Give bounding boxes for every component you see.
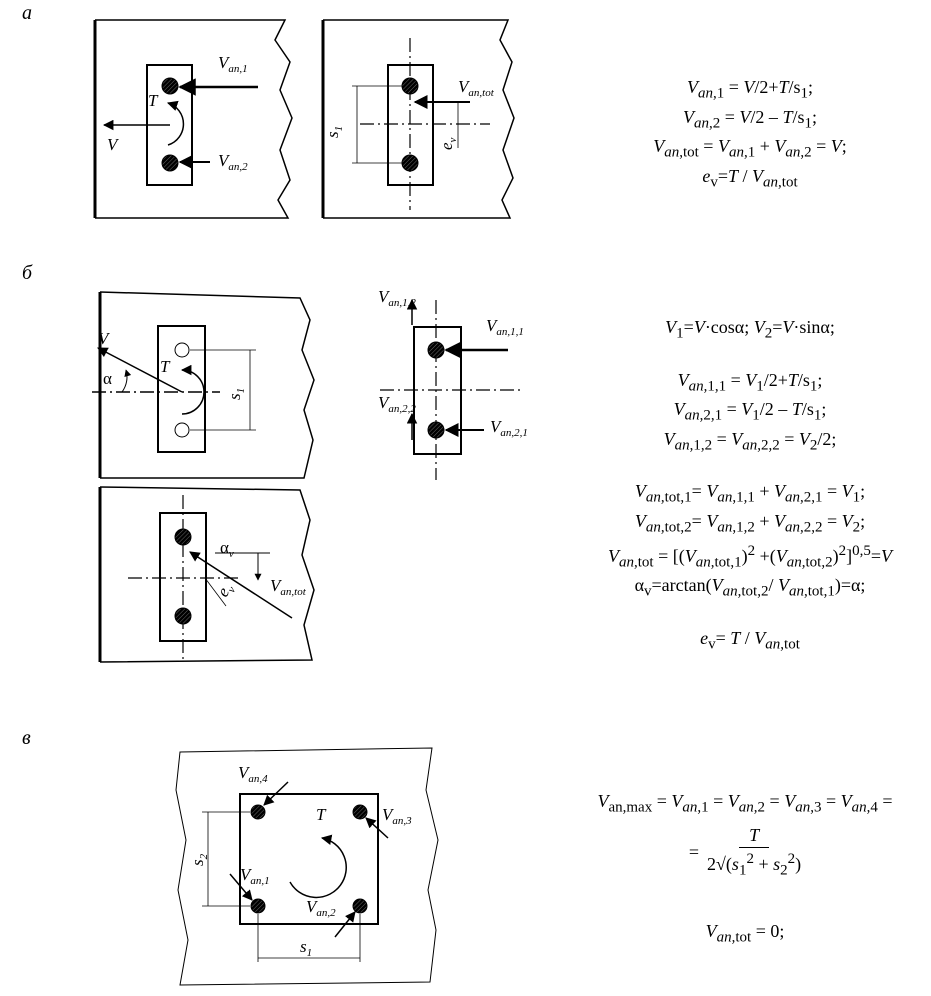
- label-ev-b: ev: [213, 580, 238, 602]
- formula-line: ev= T / Van,tot: [700, 627, 800, 653]
- formula-c-numerator: T: [739, 824, 770, 848]
- diagram-b-upper: V α T s1: [92, 291, 315, 479]
- formula-c-line3: Van,tot = 0;: [705, 921, 785, 946]
- label-van1-c: Van,1: [240, 865, 270, 887]
- formula-line: Van,1,1 = V1/2+T/s1;: [677, 369, 823, 395]
- formula-line: αv=arctan(Van,tot,2/ Van,tot,1)=α;: [634, 575, 866, 600]
- bolt-1: [161, 77, 179, 95]
- label-alpha: α: [103, 369, 112, 388]
- bolt-2: [161, 154, 179, 172]
- formula-line: Van,tot = [(Van,tot,1)2 +(Van,tot,2)2]0,…: [608, 542, 892, 571]
- formula-line: Van,tot,1= Van,1,1 + Van,2,1 = V1;: [634, 481, 866, 506]
- formula-c-denominator: 2√(s12 + s22): [707, 850, 802, 879]
- diagram-b-lower: αv Van,tot ev: [98, 486, 315, 663]
- formulas-a: Van,1 = V/2+T/s1; Van,2 = V/2 – T/s1; Van,…: [560, 76, 931, 194]
- label-van11: Van,1,1: [486, 316, 524, 338]
- formula-line: ev=T / Van,tot: [702, 165, 798, 191]
- label-vantot-b: Van,tot: [270, 576, 307, 598]
- diagram-a-left: Van,1 Van,2 T V: [93, 19, 293, 219]
- label-T-c: T: [316, 805, 327, 824]
- label-alphav: αv: [220, 538, 234, 560]
- label-van22: Van,2,2: [378, 393, 416, 415]
- formula-line: [560, 604, 931, 627]
- label-van4: Van,4: [238, 763, 268, 785]
- label-T-b: T: [160, 357, 171, 376]
- formula-line: Van,1 = V/2+T/s1;: [686, 77, 814, 102]
- label-ev: ev: [437, 137, 459, 150]
- formula-line: Van,2,1 = V1/2 – T/s1;: [673, 399, 827, 424]
- diagram-c: Van,4 Van,3 Van,1 Van,2 T s1 s2: [175, 747, 439, 986]
- label-T: T: [148, 91, 159, 110]
- formula-c-fraction: = T 2√(s12 + s22): [560, 824, 930, 883]
- formula-line: [560, 457, 931, 480]
- formula-c-eq: =: [688, 842, 700, 863]
- label-s1-c: s1: [300, 937, 312, 959]
- label-van2: Van,2: [218, 151, 248, 173]
- formula-line: V1=V·cosα; V2=V·sinα;: [665, 317, 835, 342]
- formula-line: Van,tot = Van,1 + Van,2 = V;: [653, 136, 847, 161]
- formula-line: Van,1,2 = Van,2,2 = V2/2;: [663, 428, 837, 454]
- label-V: V: [107, 135, 120, 154]
- section-label-a: а: [22, 2, 32, 24]
- label-van3: Van,3: [382, 805, 412, 827]
- diagram-b-forces: Van,1,2 Van,1,1 Van,2,2 Van,2,1: [378, 287, 528, 480]
- section-label-b: б: [22, 262, 33, 284]
- formulas-b: V1=V·cosα; V2=V·sinα; Van,1,1 = V1/2+T/s…: [560, 316, 931, 656]
- label-s2-c: s2: [188, 853, 210, 866]
- label-van21: Van,2,1: [490, 417, 528, 439]
- label-van1: Van,1: [218, 53, 248, 75]
- label-van12: Van,1,2: [378, 287, 416, 309]
- formula-c-line1: Van,max = Van,1 = Van,2 = Van,3 = Van,4 …: [597, 791, 893, 816]
- formula-line: Van,2 = V/2 – T/s1;: [683, 106, 817, 132]
- formula-line: Van,tot,2= Van,1,2 + Van,2,2 = V2;: [634, 510, 866, 536]
- label-vantot: Van,tot: [458, 77, 495, 99]
- formula-line: [560, 346, 931, 369]
- diagram-a-right: s1 ev Van,tot: [321, 19, 515, 219]
- label-V-b: V: [98, 329, 111, 348]
- label-van2-c: Van,2: [306, 897, 336, 919]
- label-s1-b: s1: [225, 388, 247, 400]
- formulas-c: Van,max = Van,1 = Van,2 = Van,3 = Van,4 …: [560, 790, 930, 950]
- label-s1: s1: [323, 126, 345, 138]
- section-label-c: в: [22, 727, 31, 749]
